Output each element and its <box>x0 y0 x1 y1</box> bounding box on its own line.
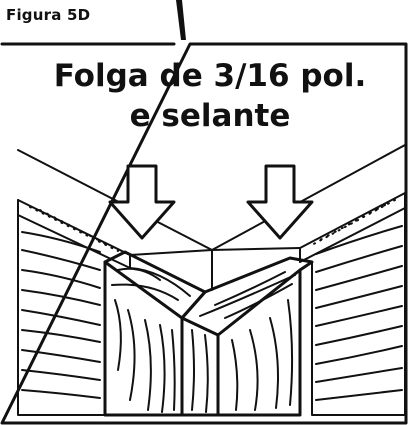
arrow-down-right-icon <box>246 164 314 240</box>
arrow-down-left-icon <box>108 164 176 240</box>
corner-board-right <box>180 256 314 417</box>
pointer-line <box>176 0 186 40</box>
soffit-plane <box>17 144 406 291</box>
sheathing-band-right <box>299 192 406 263</box>
siding-wall-right <box>311 207 406 416</box>
figure-label: Figura 5D <box>6 6 91 24</box>
corner-board-left <box>103 250 207 417</box>
sheathing-band-left <box>17 199 131 269</box>
callout-line-2: e selante <box>129 98 291 134</box>
callout-line-1: Folga de 3/16 pol. <box>53 58 367 94</box>
gap-sealant-callout: Folga de 3/16 pol. e selante <box>40 56 380 136</box>
